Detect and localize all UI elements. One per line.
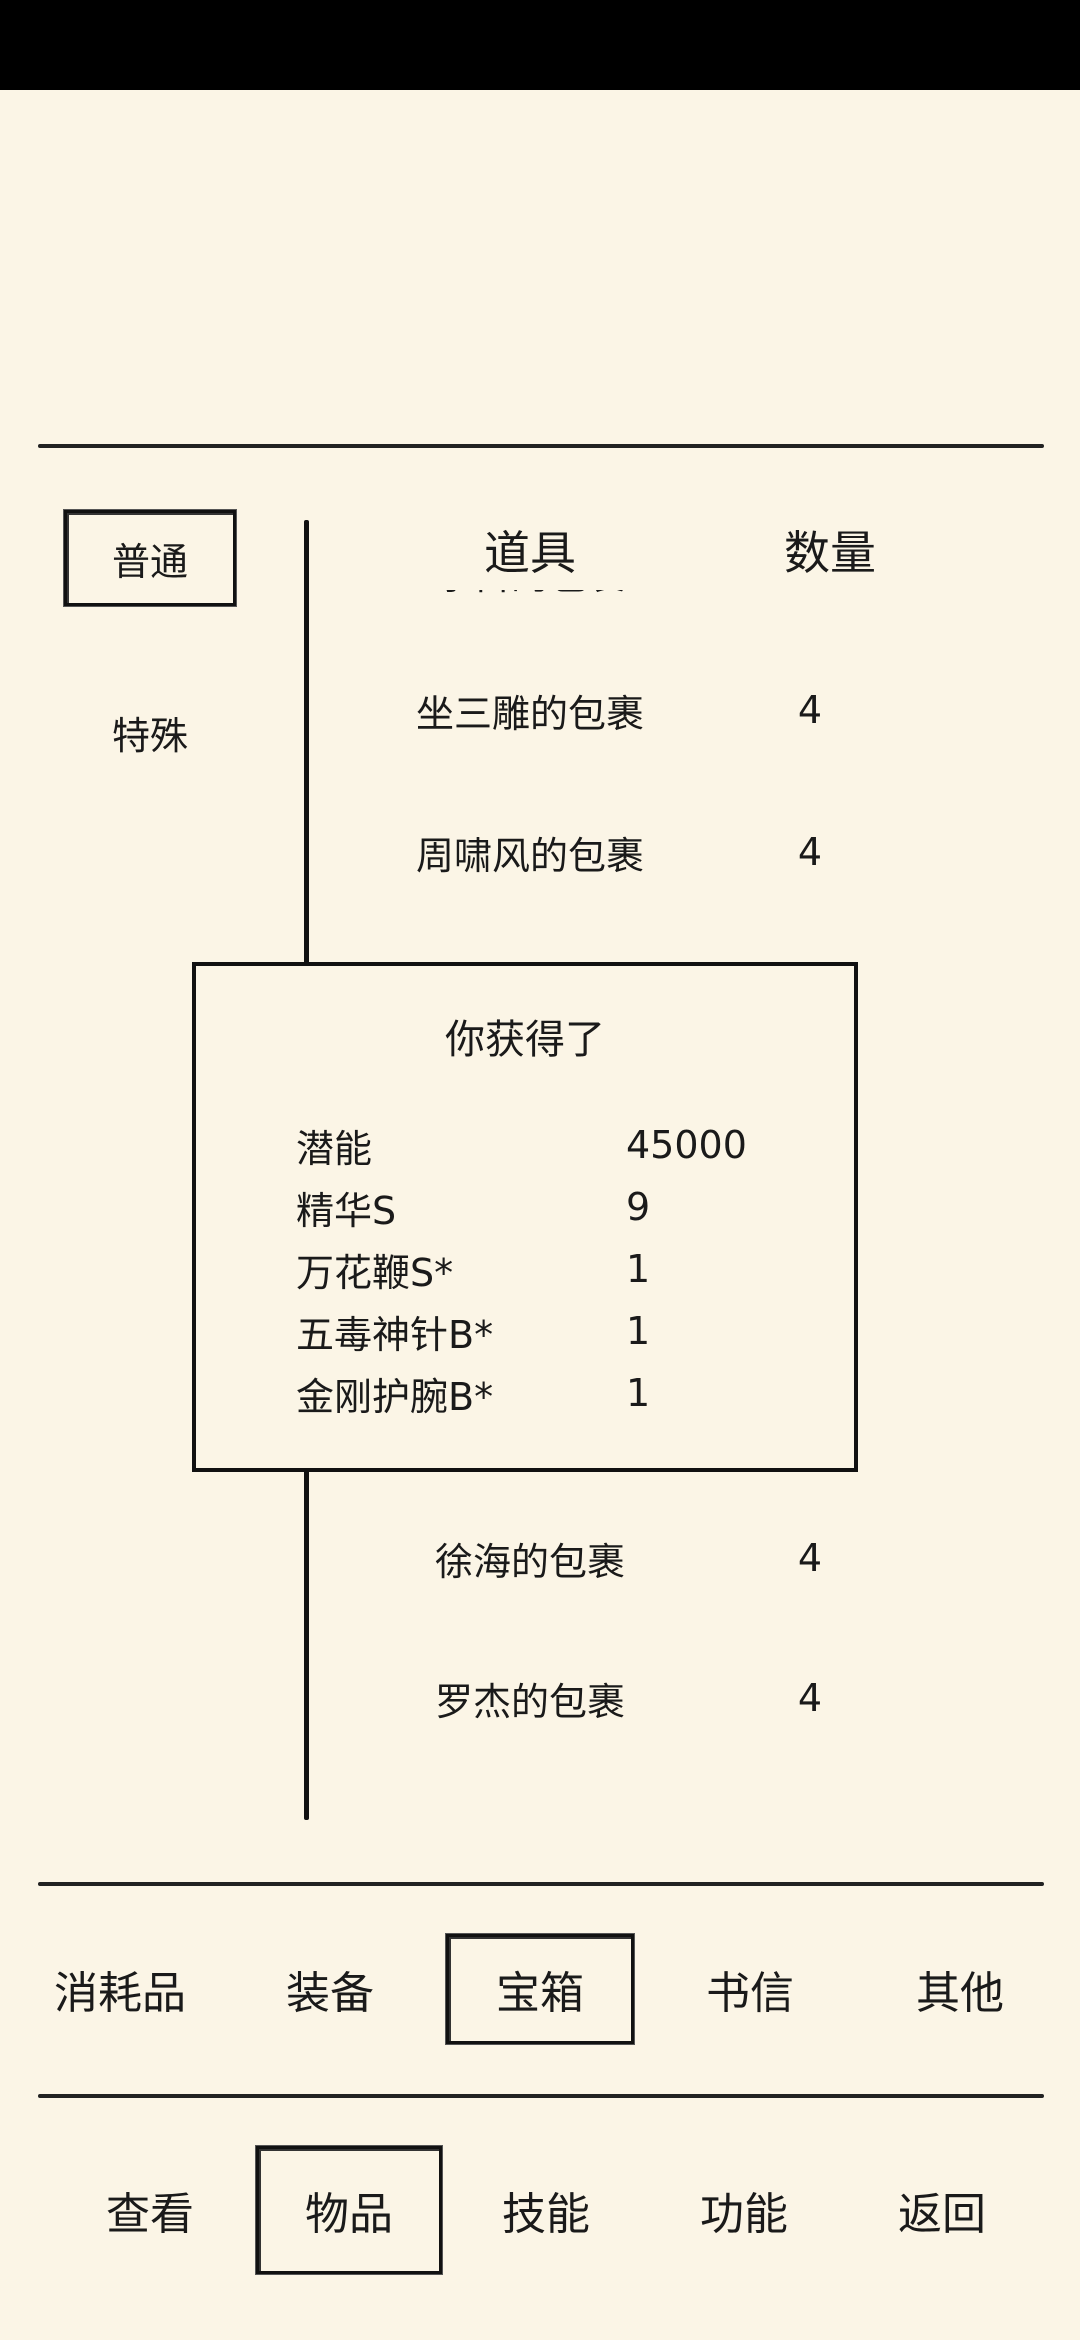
nav-skills[interactable]: 技能: [456, 2146, 636, 2274]
header-item: 道具: [484, 526, 576, 580]
item-qty: 4: [797, 1676, 823, 1720]
reward-name: 精华S: [296, 1188, 397, 1233]
item-name: 坐三雕的包裹: [415, 691, 644, 736]
item-list[interactable]: 尔首的包裹 4 坐三雕的包裹 4 周啸风的包裹 4 徐海的包裹 4 罗杰的包裹 …: [310, 590, 1030, 1810]
item-name: 罗杰的包裹: [434, 1679, 625, 1724]
list-header: 道具 数量: [310, 510, 1030, 590]
nav-back-label: 返回: [898, 2189, 986, 2240]
item-qty: 4: [750, 590, 870, 642]
tab-letters-label: 书信: [706, 1968, 794, 2019]
tab-treasure-chest-label: 宝箱: [496, 1968, 584, 2019]
tab-consumables-label: 消耗品: [54, 1968, 186, 2019]
top-divider: [38, 444, 1044, 448]
nav-items-label: 物品: [305, 2189, 393, 2240]
tab-special-label: 特殊: [111, 713, 188, 758]
reward-name: 金刚护腕B*: [296, 1374, 494, 1419]
reward-row: 金刚护腕B* 1: [296, 1362, 776, 1424]
reward-row: 万花鞭S* 1: [296, 1238, 776, 1300]
reward-qty: 45000: [626, 1123, 747, 1167]
tab-consumables[interactable]: 消耗品: [30, 1934, 210, 2044]
reward-row: 精华S 9: [296, 1176, 776, 1238]
reward-row: 五毒神针B* 1: [296, 1300, 776, 1362]
tab-other-label: 其他: [916, 1968, 1004, 2019]
tab-treasure-chest[interactable]: 宝箱: [446, 1934, 634, 2044]
list-item[interactable]: 罗杰的包裹 4: [310, 1628, 1030, 1768]
tab-other[interactable]: 其他: [870, 1934, 1050, 2044]
tab-letters[interactable]: 书信: [660, 1934, 840, 2044]
list-item[interactable]: 徐海的包裹 4: [310, 1488, 1030, 1628]
nav-view-label: 查看: [106, 2189, 194, 2240]
reward-dialog-title: 你获得了: [445, 1017, 605, 1063]
middle-divider: [38, 1882, 1044, 1886]
item-qty: 4: [797, 688, 823, 732]
list-item[interactable]: 坐三雕的包裹 4: [310, 640, 1030, 780]
tab-equipment[interactable]: 装备: [240, 1934, 420, 2044]
tab-special[interactable]: 特殊: [64, 684, 236, 780]
item-name: 周啸风的包裹: [415, 833, 644, 878]
reward-qty: 1: [626, 1309, 651, 1353]
reward-qty: 1: [626, 1247, 651, 1291]
reward-name: 五毒神针B*: [296, 1312, 494, 1357]
item-name: 尔首的包裹: [310, 590, 750, 642]
tab-normal[interactable]: 普通: [64, 510, 236, 606]
nav-items[interactable]: 物品: [256, 2146, 442, 2274]
reward-qty: 9: [626, 1185, 651, 1229]
list-item[interactable]: 尔首的包裹 4: [310, 590, 1030, 642]
reward-name: 万花鞭S*: [296, 1250, 454, 1295]
item-name: 徐海的包裹: [434, 1539, 625, 1584]
item-qty: 4: [797, 1536, 823, 1580]
reward-qty: 1: [626, 1371, 651, 1415]
status-bar: [0, 0, 1080, 90]
item-qty: 4: [797, 830, 823, 874]
list-item[interactable]: 周啸风的包裹 4: [310, 782, 1030, 922]
nav-back[interactable]: 返回: [852, 2146, 1032, 2274]
reward-dialog[interactable]: 你获得了 潜能 45000 精华S 9 万花鞭S* 1 五毒神针B* 1 金刚护…: [192, 962, 858, 1472]
reward-name: 潜能: [296, 1126, 373, 1171]
reward-row: 潜能 45000: [296, 1114, 776, 1176]
nav-functions-label: 功能: [700, 2189, 788, 2240]
tab-equipment-label: 装备: [286, 1968, 374, 2019]
nav-view[interactable]: 查看: [60, 2146, 240, 2274]
nav-functions[interactable]: 功能: [654, 2146, 834, 2274]
tab-normal-label: 普通: [111, 539, 188, 584]
header-quantity: 数量: [784, 526, 876, 580]
nav-skills-label: 技能: [502, 2189, 590, 2240]
lower-divider: [38, 2094, 1044, 2098]
